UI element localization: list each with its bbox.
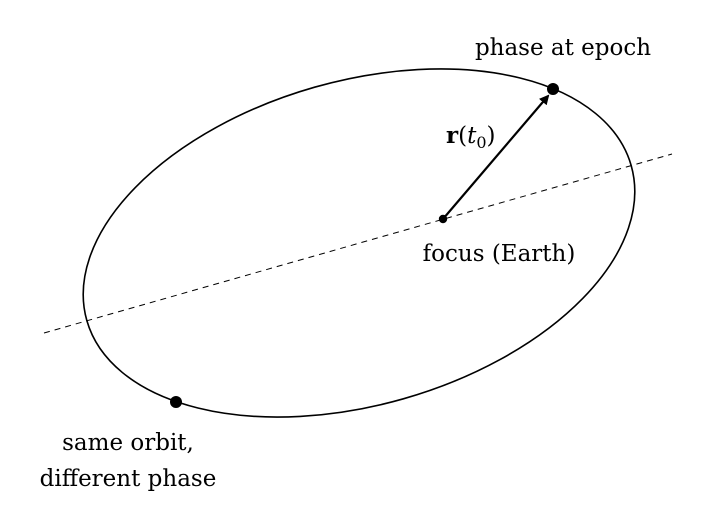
focus-point (438, 214, 448, 224)
epoch-point (547, 83, 559, 95)
same-orbit-label-line1: same orbit, (62, 430, 194, 456)
same-orbit-label-line2: different phase (40, 466, 217, 492)
position-vector-arrow (442, 94, 550, 220)
apsidal-line (43, 153, 673, 334)
alternate-phase-point (170, 396, 182, 408)
orbit-ellipse (82, 68, 636, 418)
position-vector-close-paren: ) (487, 123, 496, 149)
position-vector-symbol: r (446, 122, 459, 149)
position-vector-label: r(t0) (446, 122, 496, 152)
position-vector-open-paren: ( (458, 123, 467, 149)
position-vector-time: t (467, 123, 477, 149)
phase-at-epoch-label: phase at epoch (475, 35, 651, 61)
position-vector-subscript: 0 (476, 133, 486, 152)
focus-label: focus (Earth) (423, 241, 576, 267)
